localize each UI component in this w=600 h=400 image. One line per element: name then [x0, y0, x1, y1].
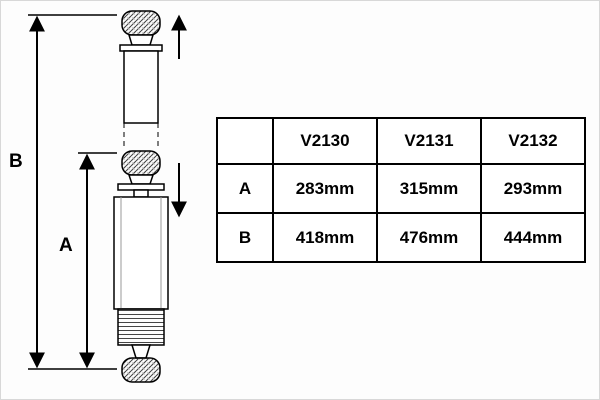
lower-flange — [117, 183, 165, 191]
dimensions-table: V2130 V2131 V2132 A 283mm 315mm 293mm B … — [216, 117, 586, 263]
table-row-b: B 418mm 476mm 444mm — [216, 212, 586, 263]
shock-absorber-drawing: B A — [9, 10, 187, 383]
dimension-b-label: B — [9, 151, 23, 172]
lower-shock-compressed-drawing — [113, 150, 169, 383]
table-row-a: A 283mm 315mm 293mm — [216, 163, 586, 214]
cell-b-v2131: 476mm — [376, 212, 482, 263]
upper-body-cylinder — [123, 50, 159, 124]
lower-bottom-eye-bushing — [121, 357, 161, 383]
table-header-row: V2130 V2131 V2132 — [216, 117, 586, 165]
column-header-v2130: V2130 — [272, 117, 378, 165]
ribbed-lower-section — [117, 308, 165, 346]
cell-a-v2132: 293mm — [480, 163, 586, 214]
cell-b-v2132: 444mm — [480, 212, 586, 263]
upper-collar — [127, 34, 155, 46]
dimension-a-label: A — [59, 235, 73, 256]
cell-b-v2130: 418mm — [272, 212, 378, 263]
upper-shock-extended-drawing — [119, 10, 163, 149]
row-label-a: A — [216, 163, 274, 214]
upper-flange — [119, 44, 163, 52]
dimension-b — [28, 14, 117, 370]
column-header-v2132: V2132 — [480, 117, 586, 165]
upper-eye-bushing — [121, 10, 161, 36]
lower-collar — [127, 174, 155, 185]
row-label-b: B — [216, 212, 274, 263]
column-header-v2131: V2131 — [376, 117, 482, 165]
dimension-a — [78, 152, 117, 369]
cell-a-v2130: 283mm — [272, 163, 378, 214]
lower-top-eye-bushing — [121, 150, 161, 176]
table-corner-cell — [216, 117, 274, 165]
piston-rod — [133, 189, 149, 198]
main-body-cylinder — [113, 196, 169, 310]
lower-taper — [130, 344, 152, 359]
cell-a-v2131: 315mm — [376, 163, 482, 214]
